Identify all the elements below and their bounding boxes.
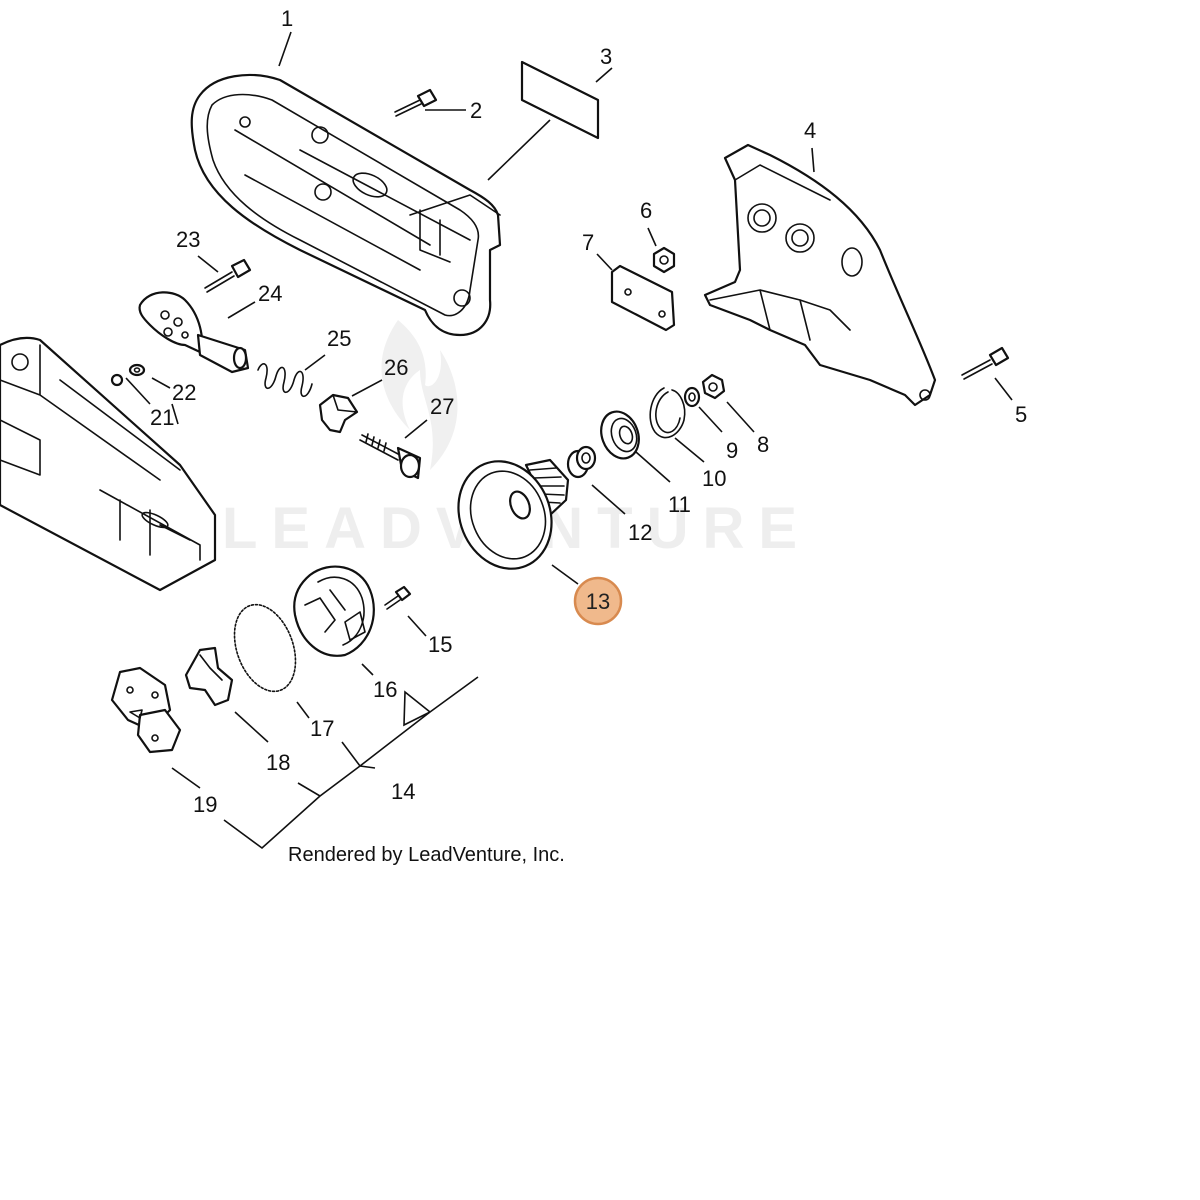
part-1-clutch-cover — [190, 73, 502, 337]
part-11-bearing — [600, 410, 640, 460]
part-9-washer — [683, 386, 701, 408]
part-25-spring — [257, 363, 313, 398]
callout-16: 16 — [373, 677, 397, 702]
callout-27: 27 — [430, 394, 454, 419]
callout-7: 7 — [582, 230, 594, 255]
callout-26: 26 — [384, 355, 408, 380]
part-15-screw — [384, 585, 412, 610]
credit-text: Rendered by LeadVenture, Inc. — [288, 844, 565, 866]
callout-13[interactable]: 13 — [586, 589, 610, 614]
callout-8: 8 — [757, 432, 769, 457]
callout-24: 24 — [258, 281, 282, 306]
part-5-screw — [961, 346, 1010, 380]
callout-23: 23 — [176, 227, 200, 252]
callout-4: 4 — [804, 118, 816, 143]
part-7-plate — [610, 264, 676, 332]
callout-3: 3 — [600, 44, 612, 69]
part-27-adjusting-screw — [359, 433, 422, 480]
callout-15: 15 — [428, 632, 452, 657]
engine-body — [0, 336, 217, 592]
part-6-nut — [652, 246, 676, 274]
callout-17: 17 — [310, 716, 334, 741]
part-12-bushing — [566, 445, 597, 479]
part-2-screw — [394, 88, 438, 117]
part-19-plates — [110, 666, 182, 754]
part-17-clutch-spring — [233, 603, 297, 693]
callout-5: 5 — [1015, 402, 1027, 427]
part-24-tensioner — [138, 291, 250, 374]
callout-14: 14 — [391, 779, 415, 804]
callout-2: 2 — [470, 98, 482, 123]
callout-6: 6 — [640, 198, 652, 223]
callout-11: 11 — [668, 492, 691, 517]
part-22-washer — [128, 363, 146, 377]
part-4-guard-cover — [703, 143, 937, 407]
callout-9: 9 — [726, 438, 738, 463]
part-13-clutch-drum — [457, 458, 570, 570]
callout-1: 1 — [281, 6, 293, 31]
callout-25: 25 — [327, 326, 351, 351]
callout-22: 22 — [172, 380, 196, 405]
callout-12: 12 — [628, 520, 652, 545]
part-23-screw — [204, 258, 252, 293]
part-8-nut — [701, 373, 726, 400]
leader-lines — [125, 31, 1013, 850]
callout-13-badge[interactable] — [573, 576, 623, 626]
part-10-snap-ring — [649, 387, 686, 439]
part-26-tensioner-nut — [318, 393, 359, 434]
callout-21: 21 — [150, 405, 174, 430]
callout-labels: 1 2 3 4 5 6 7 8 9 10 11 12 13 14 15 16 1… — [150, 6, 1027, 817]
part-3-label — [520, 60, 600, 140]
callout-18: 18 — [266, 750, 290, 775]
callout-13-highlight[interactable]: 13 — [573, 576, 623, 626]
part-21-screw — [110, 373, 124, 387]
part-18-hub — [184, 646, 234, 707]
callout-19: 19 — [193, 792, 217, 817]
part-16-clutch-assembly — [293, 565, 375, 657]
callout-10: 10 — [702, 466, 726, 491]
